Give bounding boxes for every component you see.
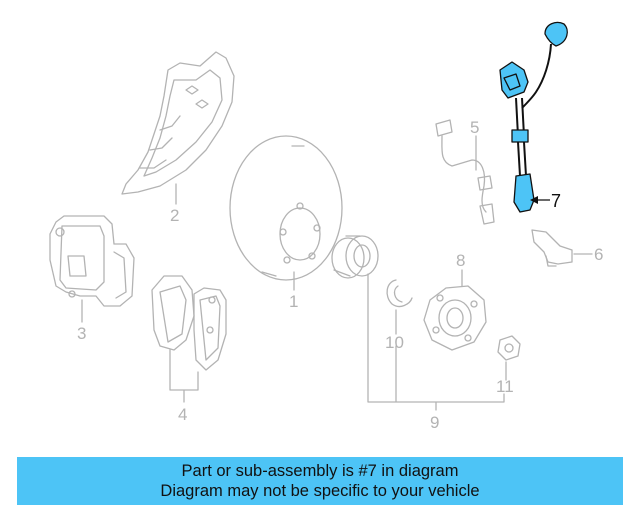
callout-8: 8 [456, 251, 465, 270]
callout-1: 1 [289, 292, 298, 311]
callout-3: 3 [77, 324, 86, 343]
callout-7: 7 [551, 191, 561, 211]
brake-rotor-part[interactable] [229, 135, 343, 281]
callout-2: 2 [170, 206, 179, 225]
sensor-bracket-part[interactable] [531, 229, 573, 267]
leader-arrow-7 [530, 196, 538, 204]
wheel-bearing-part[interactable] [331, 235, 379, 279]
parts-diagram: 2 1 3 4 5 7 6 8 10 11 9 [49, 21, 603, 432]
brake-caliper-part[interactable] [49, 215, 135, 307]
banner-line-1: Part or sub-assembly is #7 in diagram [181, 462, 459, 480]
callout-9: 9 [430, 413, 439, 432]
banner-line-2: Diagram may not be specific to your vehi… [160, 482, 480, 500]
brake-pads-part[interactable] [151, 275, 227, 371]
leader-lines [81, 135, 593, 411]
info-banner: Part or sub-assembly is #7 in diagram Di… [17, 457, 623, 505]
callout-6: 6 [594, 245, 603, 264]
hub-nut-part[interactable] [497, 335, 521, 361]
wheel-speed-sensor-part[interactable] [499, 21, 568, 213]
snap-ring-part[interactable] [386, 279, 413, 308]
callout-4: 4 [178, 405, 187, 424]
callout-10: 10 [385, 333, 404, 352]
dust-shield-part[interactable] [121, 51, 235, 195]
callout-5: 5 [470, 118, 479, 137]
brake-hose-part[interactable] [435, 119, 495, 225]
callout-11: 11 [496, 377, 514, 396]
wheel-hub-part[interactable] [423, 285, 487, 351]
